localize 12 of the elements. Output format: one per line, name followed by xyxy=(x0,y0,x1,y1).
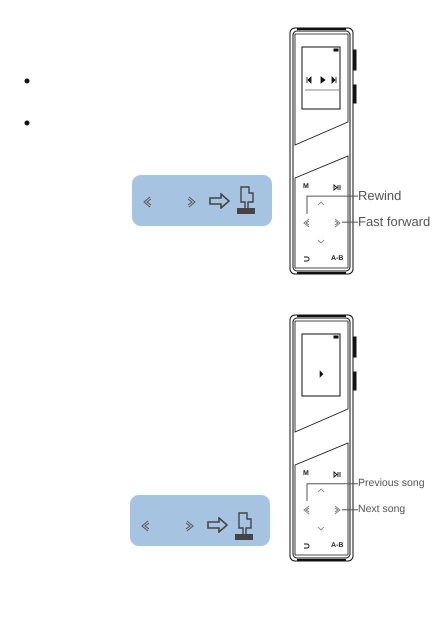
callout-label: Fast forward xyxy=(358,215,430,228)
left-chevron-icon xyxy=(302,505,310,515)
right-chevron-icon xyxy=(334,218,342,228)
left-chevron-icon xyxy=(302,218,310,228)
callout-label: Previous song xyxy=(358,478,425,488)
leader-line xyxy=(306,196,358,214)
leader-line xyxy=(342,509,358,510)
callout-label: Rewind xyxy=(358,189,402,202)
callout-label: Next song xyxy=(358,504,406,514)
right-chevron-icon xyxy=(334,505,342,515)
leader-line xyxy=(306,483,358,502)
leader-line xyxy=(342,222,358,223)
